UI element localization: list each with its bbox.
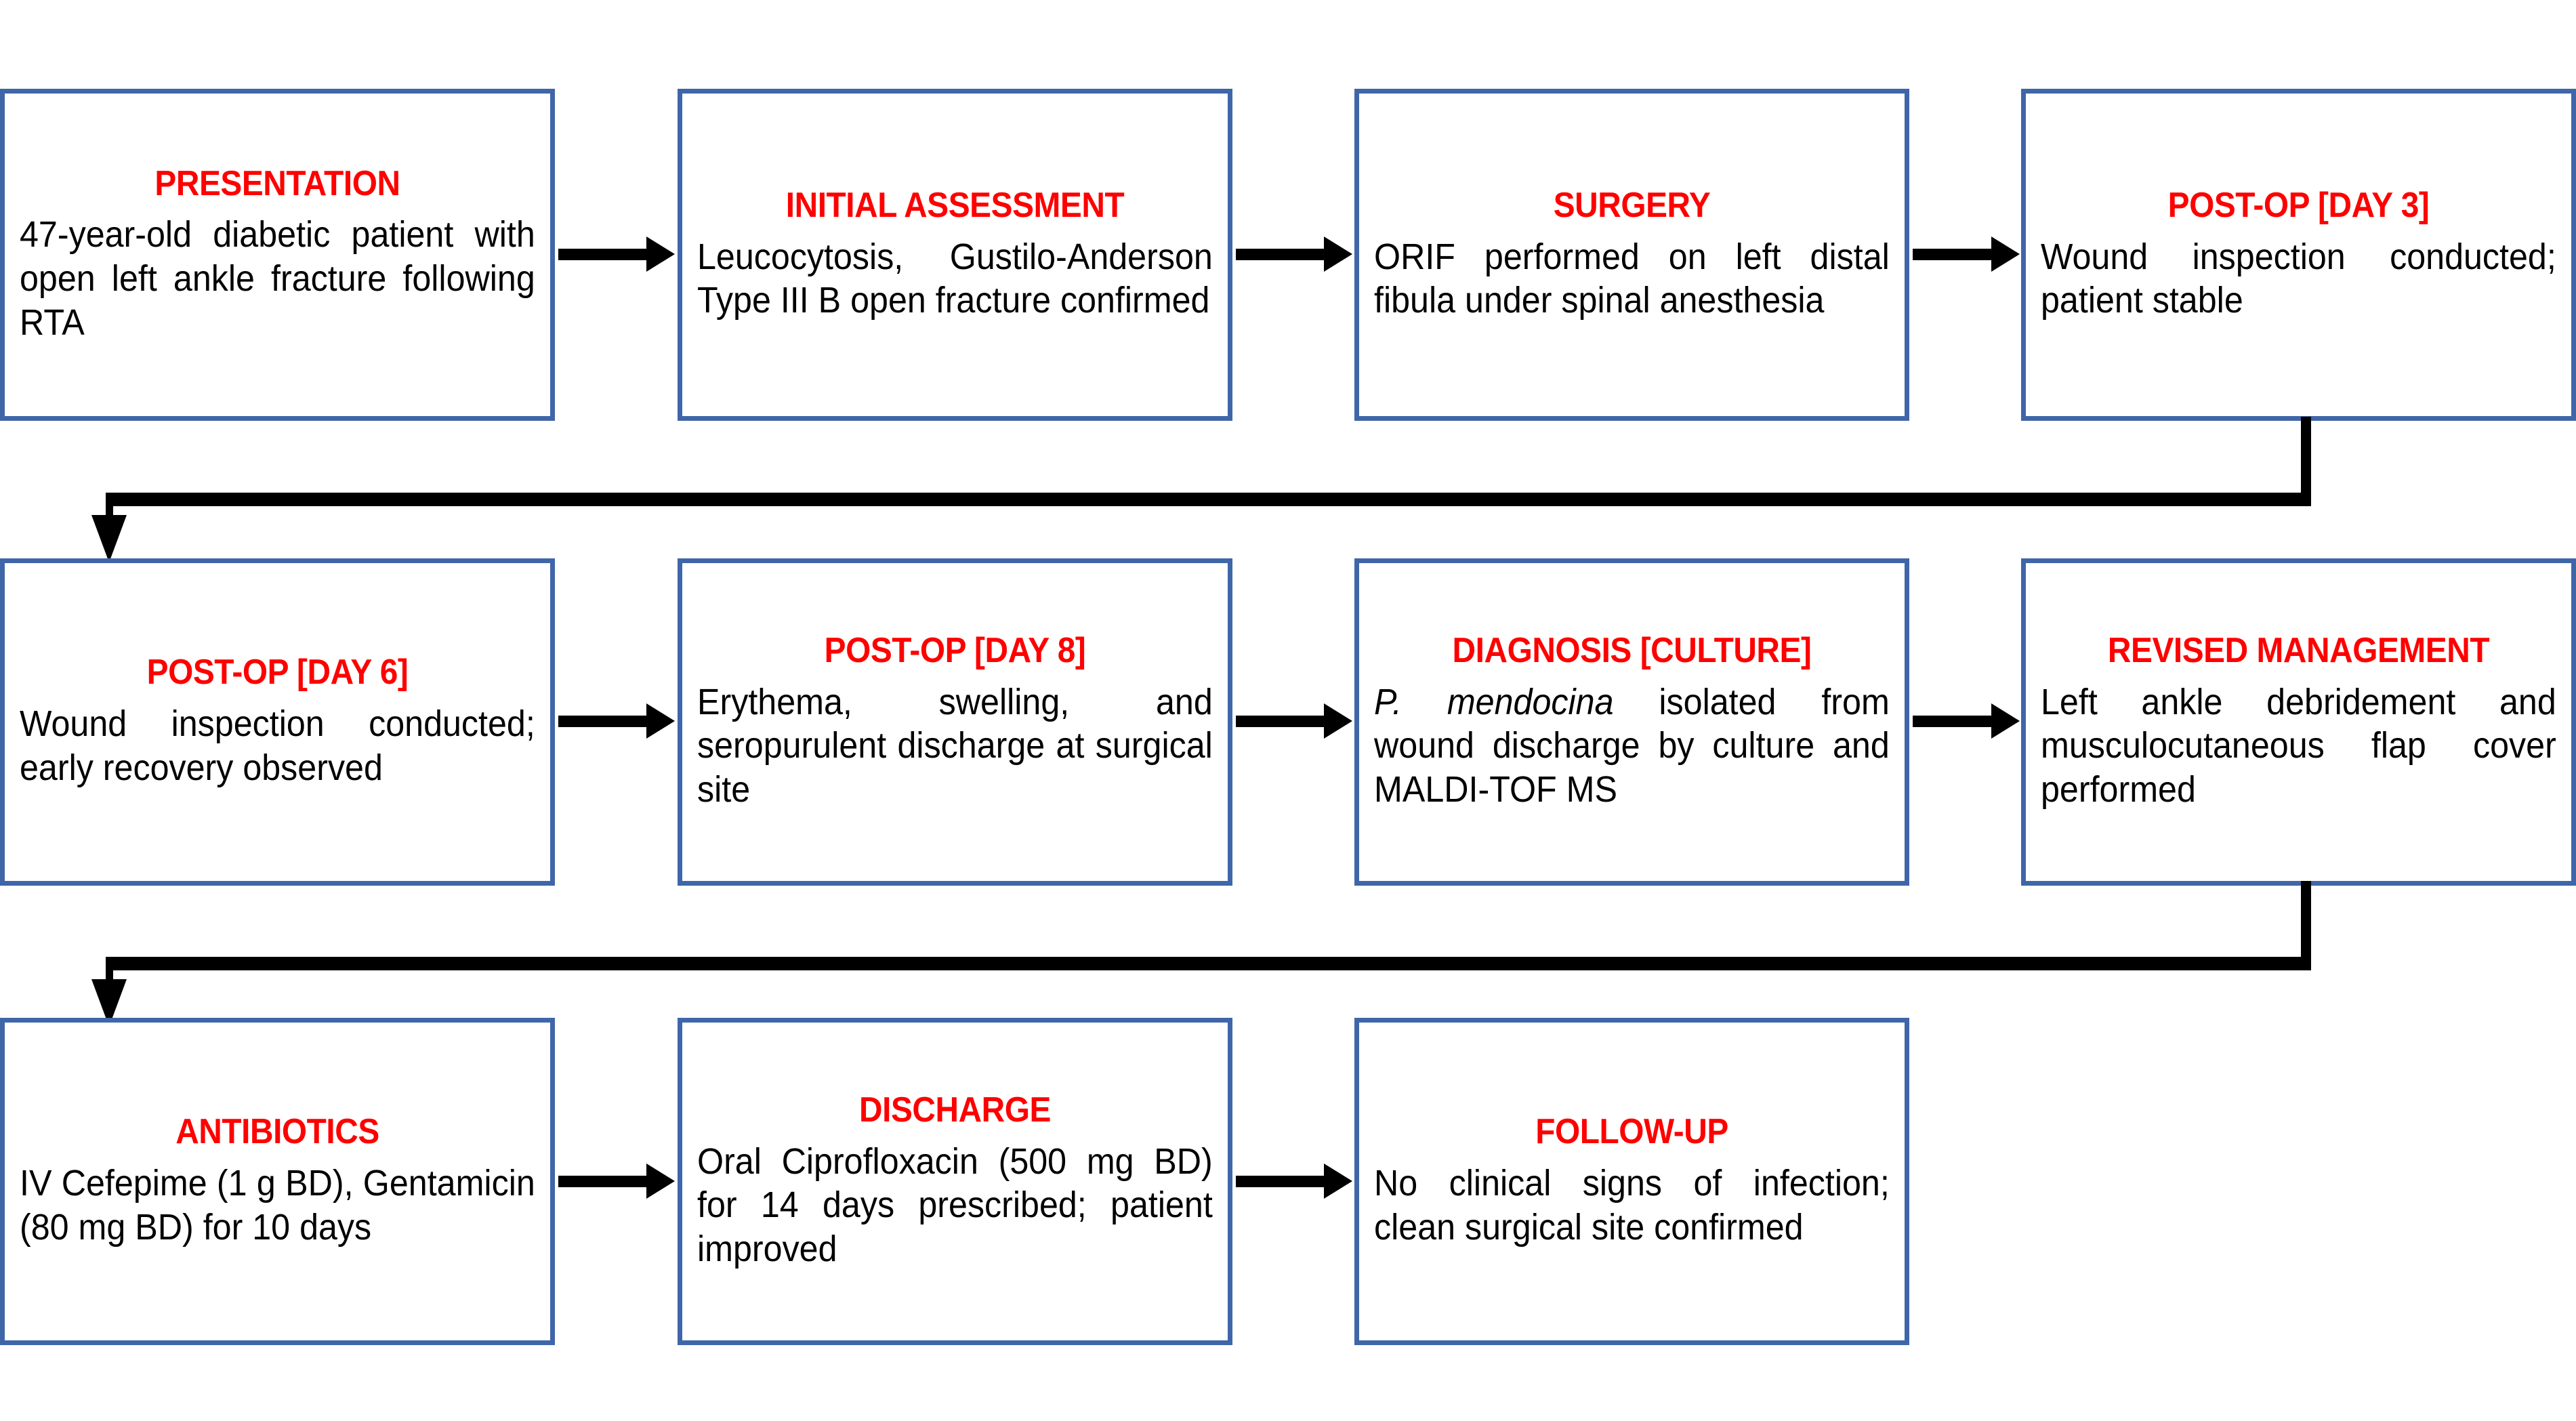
node-discharge[interactable]: DISCHARGE Oral Ciprofloxacin (500 mg BD)… <box>678 1018 1232 1345</box>
node-title: POST-OP [DAY 3] <box>2167 185 2430 225</box>
node-body: IV Cefepime (1 g BD), Gentamicin (80 mg … <box>20 1163 535 1248</box>
arrow-head-icon <box>646 236 675 272</box>
node-title: FOLLOW-UP <box>1535 1112 1728 1152</box>
arrow-head-icon <box>1324 1163 1352 1199</box>
arrow-shaft <box>558 1176 648 1187</box>
node-post-op-day-3[interactable]: POST-OP [DAY 3] Wound inspection conduct… <box>2021 89 2576 421</box>
arrow-head-icon <box>1991 236 2020 272</box>
node-presentation[interactable]: PRESENTATION 47-year-old diabetic patien… <box>0 89 555 421</box>
node-follow-up[interactable]: FOLLOW-UP No clinical signs of infection… <box>1354 1018 1909 1345</box>
node-title: POST-OP [DAY 8] <box>824 631 1086 670</box>
node-body: Wound inspection conducted; patient stab… <box>2041 236 2556 321</box>
node-body: 47-year-old diabetic patient with open l… <box>20 214 535 343</box>
wrap-connector-row2-to-row3 <box>0 881 2338 1027</box>
arrow-shaft <box>1236 716 1325 727</box>
node-post-op-day-6[interactable]: POST-OP [DAY 6] Wound inspection conduct… <box>0 558 555 886</box>
node-title: SURGERY <box>1553 185 1711 225</box>
arrow-shaft <box>1236 1176 1325 1187</box>
node-body: No clinical signs of infection; clean su… <box>1374 1163 1890 1248</box>
node-diagnosis-culture[interactable]: DIAGNOSIS [CULTURE] P. mendocina isolate… <box>1354 558 1909 886</box>
arrow-shaft <box>558 249 648 260</box>
wrap-horizontal-segment <box>106 493 2311 506</box>
node-body: Left ankle debridement and musculocutane… <box>2041 681 2556 810</box>
arrow-head-icon <box>91 515 127 562</box>
arrow-head-icon <box>646 1163 675 1199</box>
wrap-vertical-down-segment <box>2301 417 2311 499</box>
arrow-shaft <box>1236 249 1325 260</box>
node-body-rest: isolated from wound discharge by culture… <box>1374 681 1890 810</box>
arrow-shaft <box>558 716 648 727</box>
node-body: Oral Ciprofloxacin (500 mg BD) for 14 da… <box>697 1140 1213 1270</box>
wrap-horizontal-segment <box>106 957 2311 970</box>
node-initial-assessment[interactable]: INITIAL ASSESSMENT Leucocytosis, Gustilo… <box>678 89 1232 421</box>
arrow-shaft <box>1913 249 1993 260</box>
arrow-head-icon <box>1991 703 2020 739</box>
node-title: ANTIBIOTICS <box>175 1112 379 1152</box>
arrow-head-icon <box>1324 703 1352 739</box>
node-revised-management[interactable]: REVISED MANAGEMENT Left ankle debridemen… <box>2021 558 2576 886</box>
node-title: INITIAL ASSESSMENT <box>785 185 1125 225</box>
node-body: Wound inspection conducted; early recove… <box>20 703 535 788</box>
node-body: ORIF performed on left distal fibula und… <box>1374 236 1890 321</box>
node-title: REVISED MANAGEMENT <box>2107 631 2490 670</box>
node-surgery[interactable]: SURGERY ORIF performed on left distal fi… <box>1354 89 1909 421</box>
node-title: POST-OP [DAY 6] <box>146 653 409 693</box>
arrow-head-icon <box>646 703 675 739</box>
wrap-connector-row1-to-row2 <box>0 417 2338 562</box>
node-title: DIAGNOSIS [CULTURE] <box>1452 631 1812 670</box>
node-title: PRESENTATION <box>154 163 400 203</box>
wrap-vertical-down-segment <box>2301 881 2311 964</box>
arrow-head-icon <box>1324 236 1352 272</box>
node-antibiotics[interactable]: ANTIBIOTICS IV Cefepime (1 g BD), Gentam… <box>0 1018 555 1345</box>
node-title: DISCHARGE <box>859 1090 1051 1130</box>
node-body: Erythema, swelling, and seropurulent dis… <box>697 681 1213 810</box>
node-body: Leucocytosis, Gustilo-Anderson Type III … <box>697 236 1213 321</box>
organism-name: P. mendocina <box>1374 681 1614 722</box>
arrow-shaft <box>1913 716 1993 727</box>
node-post-op-day-8[interactable]: POST-OP [DAY 8] Erythema, swelling, and … <box>678 558 1232 886</box>
node-body: P. mendocina isolated from wound dischar… <box>1374 680 1890 812</box>
